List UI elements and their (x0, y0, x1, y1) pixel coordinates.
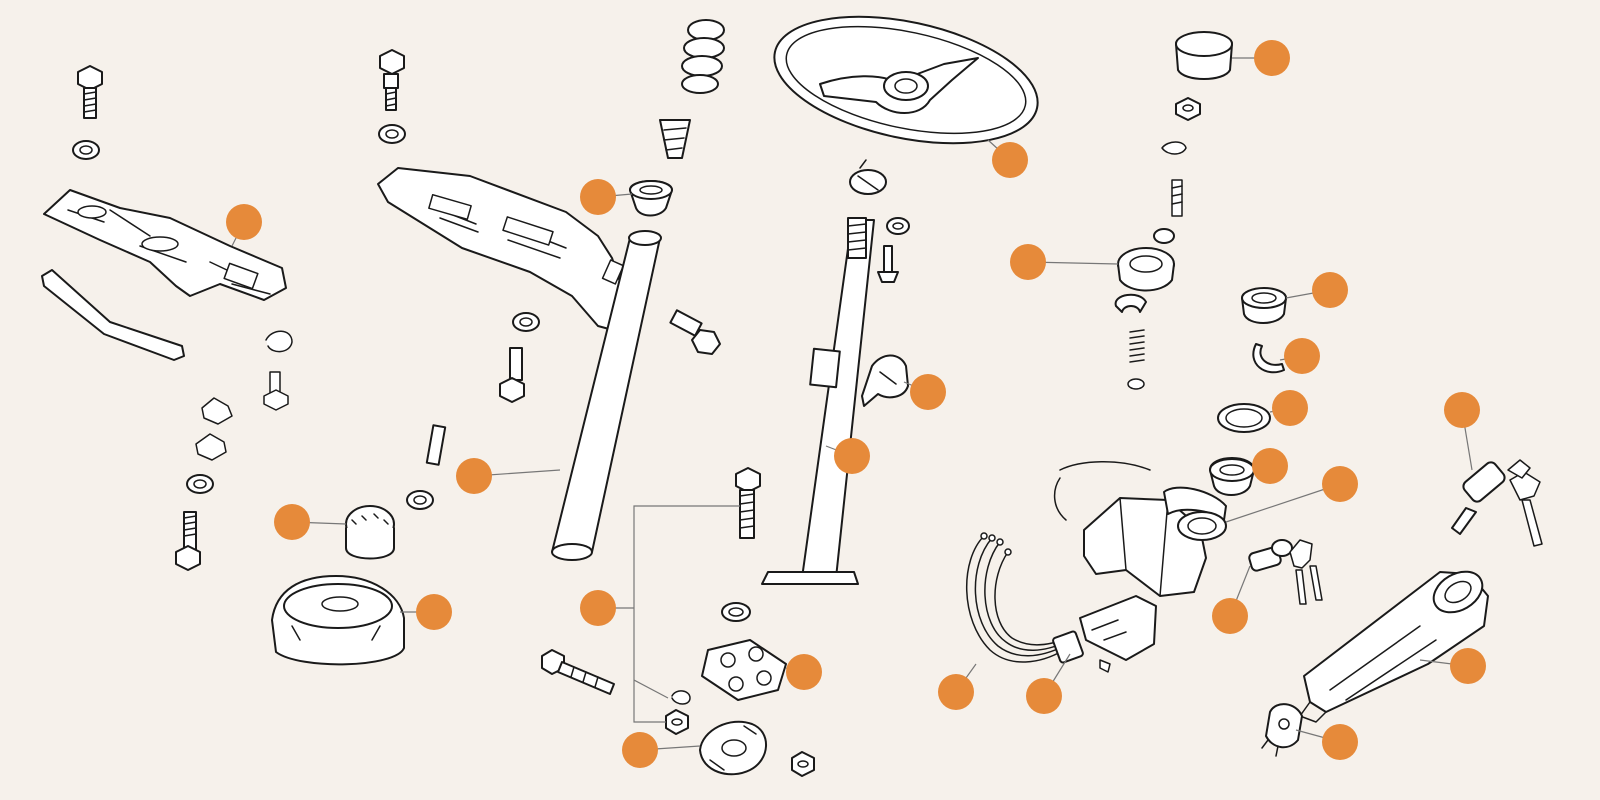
flexible-coupling (701, 639, 787, 701)
hotspot-contact-ring[interactable] (1010, 244, 1046, 280)
washer-top-left (72, 140, 100, 160)
column-base-plate (271, 575, 405, 666)
hotspot-column-mounting-hardware[interactable] (580, 590, 616, 626)
bearing-ring (1241, 287, 1287, 324)
horn-button-cap (1175, 31, 1233, 80)
bolt-column-bracket (378, 49, 406, 144)
switch-connector (1079, 595, 1157, 673)
bracket-strap (41, 269, 185, 361)
contact-ring (1117, 247, 1175, 292)
hotspot-flexible-coupling[interactable] (786, 654, 822, 690)
hotspot-lock-housing[interactable] (1450, 648, 1486, 684)
hotspot-column-base-plate[interactable] (416, 594, 452, 630)
ignition-lock-cylinder (1451, 459, 1543, 547)
washer-large (1217, 403, 1271, 433)
column-tube (551, 230, 662, 561)
hotspot-washer[interactable] (1272, 390, 1308, 426)
hotspot-rubber-bushing[interactable] (274, 504, 310, 540)
ignition-switch (1261, 703, 1303, 757)
turn-signal-cancel-cam (861, 354, 909, 407)
wiring-harness (966, 532, 1084, 664)
column-bracket-main (377, 167, 631, 333)
hotspot-steering-lock[interactable] (1212, 598, 1248, 634)
bolt-mid (499, 309, 721, 403)
circlip (1252, 343, 1285, 374)
hotspot-bearing-ring[interactable] (1312, 272, 1348, 308)
hotspot-column-bracket-left[interactable] (226, 204, 262, 240)
steering-shaft-upper (761, 217, 875, 585)
hotspot-layer (226, 40, 1486, 768)
rubber-bushing (345, 505, 395, 560)
bolt-lower-left (406, 424, 447, 510)
bushing-top (629, 180, 673, 217)
lock-housing (1299, 570, 1489, 723)
cap-nut-stack (1153, 97, 1201, 244)
combination-switch-housing (1053, 461, 1227, 597)
bearing-bushing (1209, 457, 1255, 496)
hotspot-steering-wheel[interactable] (992, 142, 1028, 178)
column-mounting-hardware (541, 467, 815, 777)
shaft-clamp (699, 720, 767, 776)
steering-lock (1248, 539, 1323, 605)
hotspot-shaft-clamp[interactable] (622, 732, 658, 768)
coupling-sleeve (659, 119, 691, 159)
hotspot-horn-button-cap[interactable] (1254, 40, 1290, 76)
hotspot-column-tube[interactable] (456, 458, 492, 494)
hotspot-steering-shaft-upper[interactable] (834, 438, 870, 474)
hotspot-turn-signal-cancel-cam[interactable] (910, 374, 946, 410)
hotspot-column-tube-bushing[interactable] (580, 179, 616, 215)
hotspot-circlip[interactable] (1284, 338, 1320, 374)
hotspot-ignition-lock-cylinder[interactable] (1444, 392, 1480, 428)
leader-line-combination-switch-housing (1225, 483, 1341, 523)
bolt-top-left (77, 65, 103, 119)
hotspot-switch-connector[interactable] (1026, 678, 1062, 714)
hotspot-combination-switch-housing[interactable] (1322, 466, 1358, 502)
hotspot-bearing-bushing[interactable] (1252, 448, 1288, 484)
small-hardware-left (175, 330, 293, 571)
steering-wheel (773, 15, 1039, 145)
hotspot-wiring-harness[interactable] (938, 674, 974, 710)
spring-stack (681, 19, 725, 94)
horn-contact-parts (849, 159, 910, 283)
hotspot-ignition-switch[interactable] (1322, 724, 1358, 760)
column-bracket-left (43, 189, 287, 301)
spring-and-clip (1114, 293, 1147, 390)
